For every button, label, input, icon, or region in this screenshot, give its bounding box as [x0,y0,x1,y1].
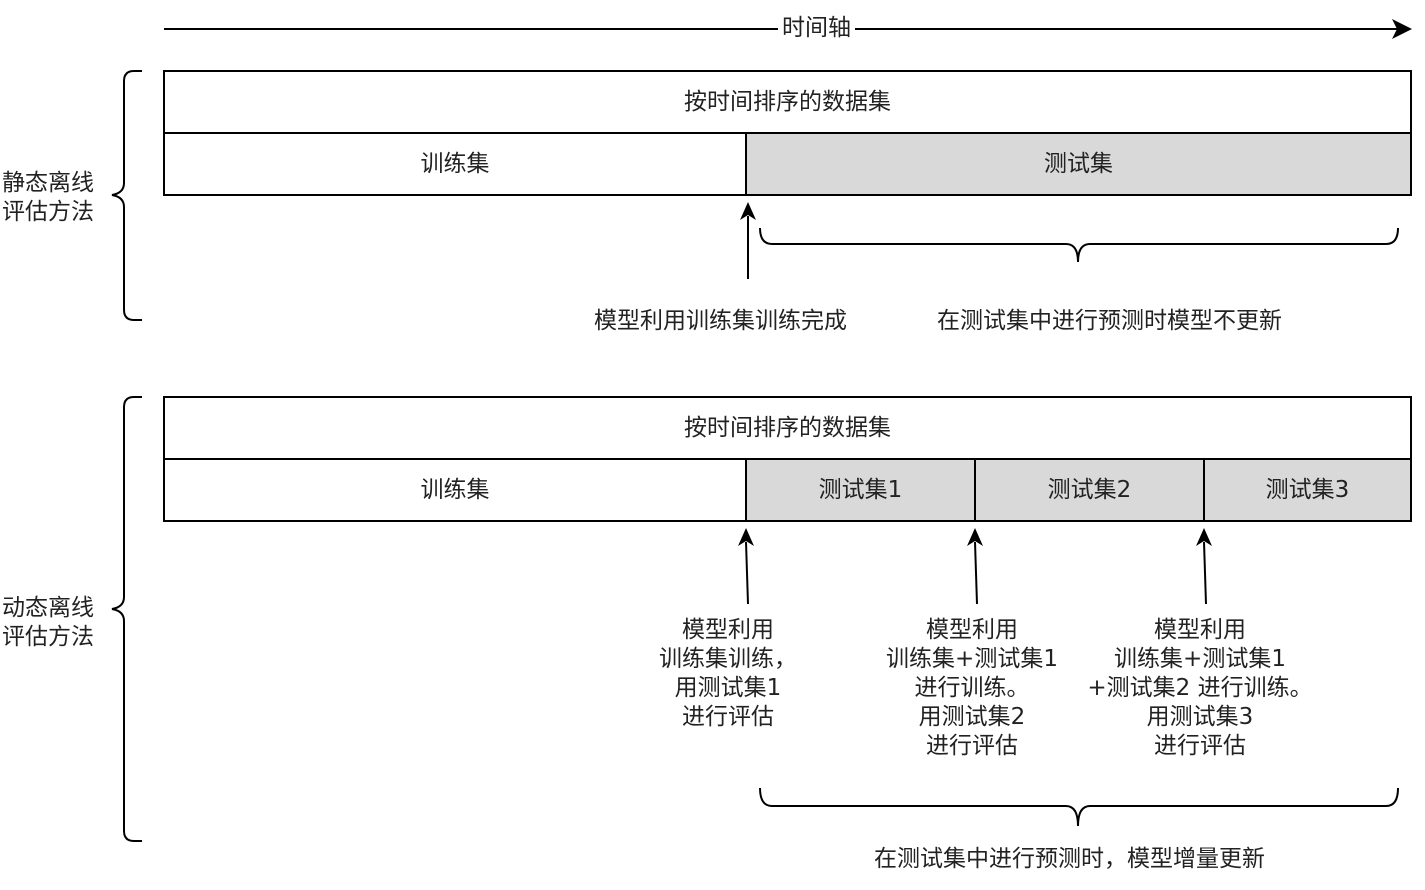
static-left-brace [111,70,142,321]
caption-3-line-3: +测试集2 进行训练。 [1087,675,1313,701]
static-method-label-line2: 评估方法 [2,199,94,225]
time-axis-arrowhead [1392,19,1412,39]
dynamic-test1-label: 测试集1 [818,477,903,503]
dynamic-method-label: 动态离线 评估方法 [2,594,94,652]
caption-3-line-4: 用测试集3 [1146,704,1254,730]
caption-3-line-2: 训练集+测试集1 [1114,646,1286,672]
caption-1-line-1: 模型利用 [682,617,774,643]
dynamic-bottom-brace [759,787,1399,827]
caption-3-line-1: 模型利用 [1154,617,1246,643]
static-test-label: 测试集 [1044,151,1113,177]
caption-2-line-2: 训练集+测试集1 [886,646,1058,672]
dynamic-method-label-line2: 评估方法 [2,624,94,650]
static-arrowhead [740,202,756,220]
caption-2-line-1: 模型利用 [926,617,1018,643]
dynamic-arrow-caption-2: 模型利用 训练集+测试集1 进行训练。 用测试集2 进行评估 [862,616,1082,761]
dynamic-train-label: 训练集 [420,477,490,503]
static-bottom-brace [759,227,1399,263]
caption-2-line-4: 用测试集2 [918,704,1026,730]
dynamic-brace-caption: 在测试集中进行预测时，模型增量更新 [874,846,1265,872]
dynamic-left-brace [111,396,142,842]
static-dataset-label: 按时间排序的数据集 [684,89,891,115]
dynamic-dataset-box [163,396,1412,460]
dynamic-arrow-caption-1: 模型利用 训练集训练， 用测试集1 进行评估 [628,616,828,732]
dynamic-method-label-line1: 动态离线 [2,595,94,621]
dynamic-dataset-label: 按时间排序的数据集 [684,415,891,441]
static-train-label: 训练集 [420,151,490,177]
dynamic-arrowhead-3 [1196,528,1212,546]
dynamic-arrowhead-2 [967,528,983,546]
dynamic-test3-box [1203,458,1412,522]
static-test-box [745,132,1412,196]
dynamic-arrowhead-1 [738,528,754,546]
dynamic-train-box [163,458,747,522]
time-axis-label: 时间轴 [778,14,855,43]
caption-2-line-3: 进行训练。 [914,675,1030,701]
static-dataset-box [163,70,1412,134]
caption-3-line-5: 进行评估 [1154,733,1246,759]
dynamic-test2-label: 测试集2 [1047,477,1132,503]
dynamic-arrow-caption-3: 模型利用 训练集+测试集1 +测试集2 进行训练。 用测试集3 进行评估 [1082,616,1318,761]
dynamic-test1-box [745,458,976,522]
static-brace-caption: 在测试集中进行预测时模型不更新 [937,308,1282,334]
caption-1-line-2: 训练集训练， [659,646,797,672]
caption-1-line-4: 进行评估 [682,704,774,730]
dynamic-arrow-3 [1203,541,1207,605]
static-train-box [163,132,747,196]
dynamic-test3-label: 测试集3 [1265,477,1350,503]
caption-2-line-5: 进行评估 [926,733,1018,759]
caption-1-line-3: 用测试集1 [674,675,782,701]
static-method-label: 静态离线 评估方法 [2,169,94,227]
dynamic-arrow-1 [745,541,749,605]
static-arrow-caption: 模型利用训练集训练完成 [594,308,847,334]
dynamic-arrow-2 [974,541,978,605]
static-method-label-line1: 静态离线 [2,170,94,196]
